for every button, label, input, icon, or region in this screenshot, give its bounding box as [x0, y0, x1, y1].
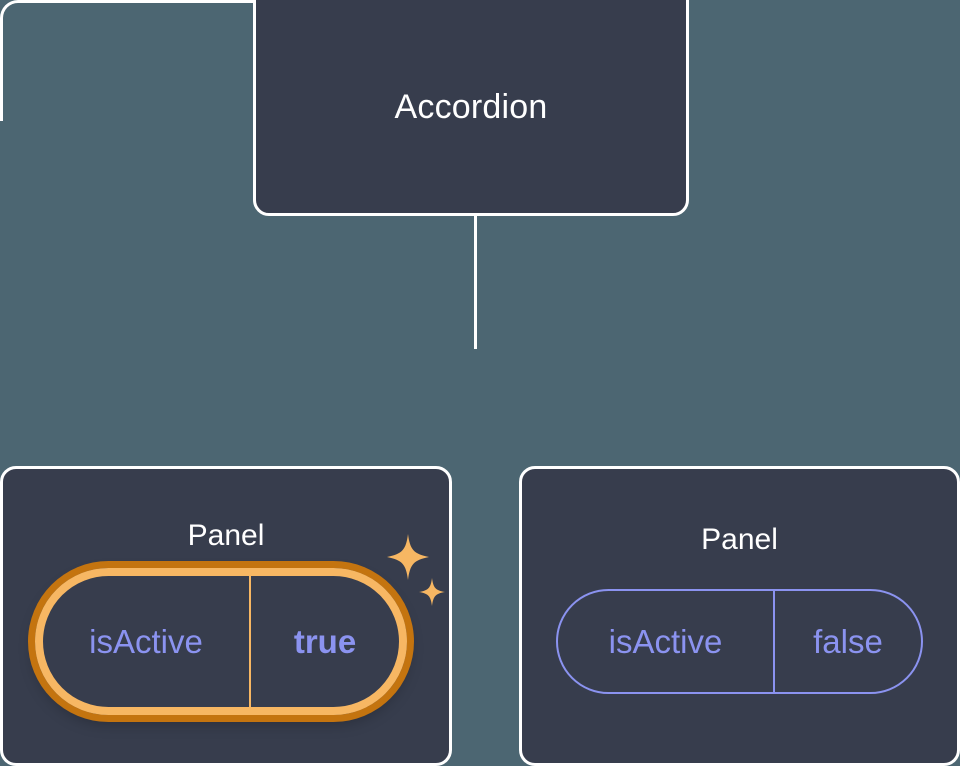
- prop-pill-isactive-true[interactable]: isActive true: [35, 568, 407, 715]
- prop-pill-isactive-false[interactable]: isActive false: [556, 589, 923, 694]
- prop-value-label: false: [813, 623, 883, 660]
- node-panel-inactive-label: Panel: [701, 523, 778, 556]
- prop-key-label: isActive: [558, 591, 775, 692]
- prop-value-label: true: [293, 623, 357, 660]
- connector-root-stem: [474, 213, 477, 349]
- prop-key-label: isActive: [43, 576, 251, 707]
- node-accordion[interactable]: Accordion: [253, 0, 689, 216]
- node-accordion-label: Accordion: [394, 88, 548, 126]
- node-panel-active-label: Panel: [187, 519, 265, 552]
